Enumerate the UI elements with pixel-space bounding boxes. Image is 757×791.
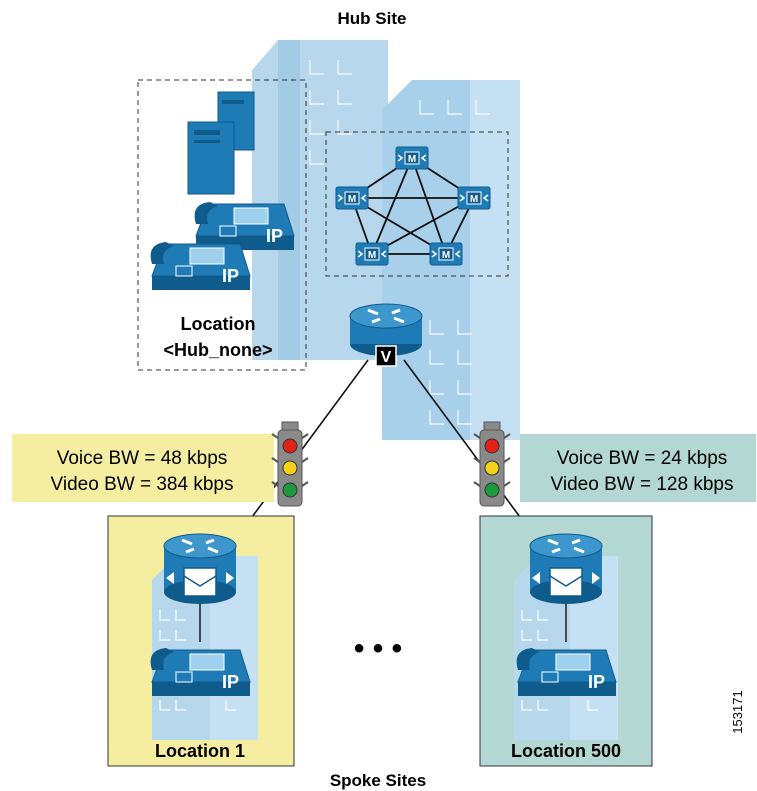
spoke-location-name: Location 1 bbox=[155, 741, 245, 761]
call-manager-server-icon bbox=[457, 186, 491, 210]
voice-bw-label: Voice BW = 48 kbps bbox=[57, 448, 228, 469]
call-manager-server-icon bbox=[429, 242, 463, 266]
call-manager-server-icon bbox=[335, 186, 369, 210]
wan-link-location-1 bbox=[237, 359, 369, 537]
ip-phone-icon: IP bbox=[150, 647, 251, 697]
svg-text:IP: IP bbox=[266, 226, 283, 246]
bw-label-box bbox=[12, 434, 274, 502]
wan-link-location-500 bbox=[403, 359, 535, 537]
hub-location-box bbox=[137, 79, 307, 371]
hub-location-name: <Hub_none> bbox=[163, 340, 272, 360]
ip-phone-icon: IP bbox=[150, 241, 251, 291]
call-manager-server-icon bbox=[395, 146, 429, 170]
figure-id: 153171 bbox=[730, 690, 745, 733]
voice-bw-label: Voice BW = 24 kbps bbox=[557, 448, 728, 469]
spoke-sites-label: Spoke Sites bbox=[330, 771, 426, 790]
spoke-router-voicemail-icon bbox=[162, 532, 238, 604]
bw-label-box bbox=[520, 434, 756, 502]
router-badge: V bbox=[381, 349, 392, 366]
hub-location-label: Location bbox=[181, 314, 256, 334]
ip-phone-icon: IP bbox=[516, 647, 617, 697]
call-manager-server-icon bbox=[355, 242, 389, 266]
spoke-location-name: Location 500 bbox=[511, 741, 621, 761]
spoke-router-voicemail-icon bbox=[528, 532, 604, 604]
svg-text:IP: IP bbox=[222, 266, 239, 286]
hub-router-icon: V bbox=[348, 302, 424, 367]
server-icon bbox=[187, 91, 255, 195]
svg-text:IP: IP bbox=[222, 672, 239, 692]
hub-title: Hub Site bbox=[338, 9, 407, 28]
spoke-ellipsis: • • • bbox=[354, 632, 402, 665]
cluster-box bbox=[325, 131, 509, 277]
traffic-light-icon bbox=[271, 421, 309, 507]
svg-text:IP: IP bbox=[588, 672, 605, 692]
video-bw-label: Video BW = 384 kbps bbox=[51, 474, 234, 495]
video-bw-label: Video BW = 128 kbps bbox=[551, 474, 734, 495]
ip-phone-icon: IP bbox=[194, 201, 295, 251]
